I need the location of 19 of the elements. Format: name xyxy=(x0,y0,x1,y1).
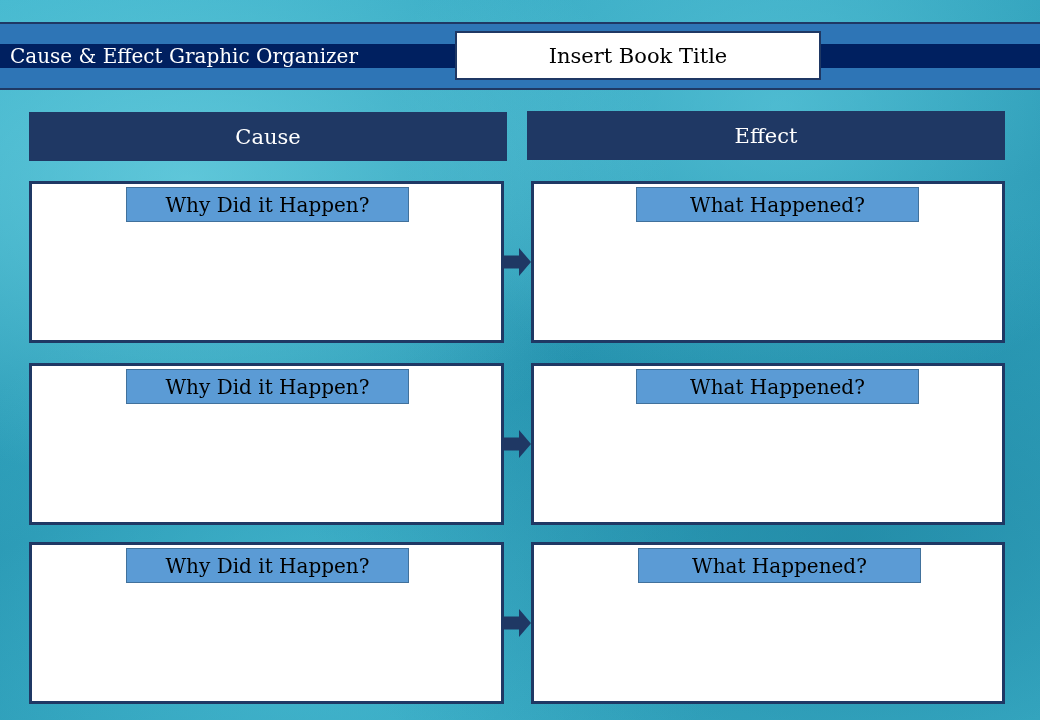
writing-box xyxy=(29,542,504,704)
column-header: Cause xyxy=(29,112,507,161)
prompt-label: Why Did it Happen? xyxy=(126,548,409,583)
writing-box xyxy=(29,181,504,343)
prompt-label: Why Did it Happen? xyxy=(126,187,409,222)
writing-box xyxy=(29,363,504,525)
prompt-label: Why Did it Happen? xyxy=(126,369,409,404)
arrow xyxy=(504,248,531,276)
prompt-label: What Happened? xyxy=(638,548,921,583)
prompt-label: What Happened? xyxy=(636,187,919,222)
writing-box xyxy=(531,542,1005,704)
arrow xyxy=(504,430,531,458)
arrow xyxy=(504,609,531,637)
column-header: Effect xyxy=(527,111,1005,160)
prompt-label: What Happened? xyxy=(636,369,919,404)
writing-box xyxy=(531,363,1005,525)
page-title: Cause & Effect Graphic Organizer xyxy=(10,44,358,68)
writing-box xyxy=(531,181,1005,343)
title-box: Insert Book Title xyxy=(455,31,821,80)
